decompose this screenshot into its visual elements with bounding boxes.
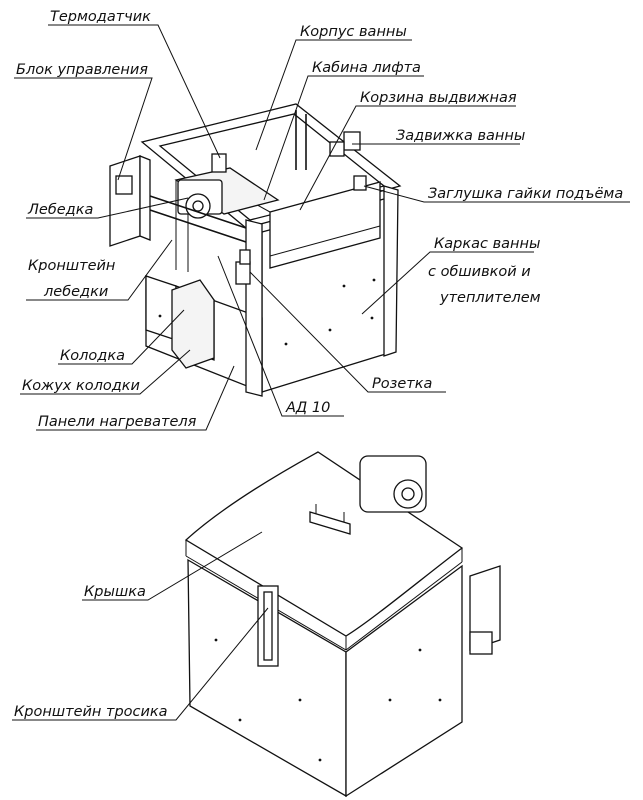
label-winch: Лебедка (27, 202, 93, 218)
control-box-side (139, 155, 151, 241)
open-bath-assembly (109, 103, 402, 397)
rivet (370, 316, 374, 320)
control-box-side (469, 565, 501, 651)
cable-bracket-inner (263, 591, 273, 661)
leader-lines (12, 24, 630, 721)
label-pad: Колодка (60, 348, 125, 364)
control-display (115, 175, 133, 195)
label-basket: Корзина выдвижная (360, 90, 517, 106)
control-box-mount (469, 631, 493, 655)
label-frame-3: утеплителем (439, 290, 541, 306)
winch-hub (192, 200, 204, 212)
winch-wheel-hub (401, 487, 415, 501)
rivet (388, 698, 392, 702)
leader-plug (363, 185, 630, 203)
label-frame-2: с обшивкой и (428, 264, 531, 280)
label-valve: Задвижка ванны (396, 128, 525, 144)
leader-padcover (20, 349, 191, 395)
rivet (298, 698, 302, 702)
leader-socket (249, 271, 446, 393)
label-body: Корпус ванны (300, 24, 407, 40)
leader-winch (26, 197, 189, 219)
label-control: Блок управления (16, 62, 148, 78)
bath-valve-2 (329, 141, 345, 157)
leader-control (14, 77, 153, 181)
lift-nut-plug (353, 175, 367, 191)
rivet (418, 648, 422, 652)
label-padcover: Кожух колодки (22, 378, 140, 394)
rivet (238, 718, 242, 722)
leader-thermo (48, 24, 221, 159)
rivet (214, 638, 218, 642)
label-motor: АД 10 (285, 400, 330, 416)
label-thermo: Термодатчик (50, 9, 151, 25)
label-bracket-2: лебедки (43, 284, 108, 300)
leader-bracket (26, 239, 173, 301)
lid-edge-right (345, 561, 463, 651)
thermo-sensor (211, 153, 227, 173)
label-cabin: Кабина лифта (312, 60, 421, 76)
bracket-arm (149, 195, 247, 229)
rivet (284, 342, 288, 346)
bath-valve (343, 131, 361, 151)
leader-basket (299, 105, 516, 211)
leader-lid (82, 531, 263, 601)
leader-pad (58, 309, 185, 365)
leader-body (255, 39, 412, 151)
rivet (158, 314, 162, 318)
label-heaters: Панели нагревателя (38, 414, 197, 430)
corner-post (245, 219, 263, 397)
socket-cap (239, 249, 251, 265)
pad-cover (171, 279, 215, 369)
label-socket: Розетка (372, 376, 432, 392)
rivet (318, 758, 322, 762)
rivet (438, 698, 442, 702)
lid-handle (309, 511, 351, 535)
leader-cabin (263, 75, 424, 201)
bath-body-side (345, 564, 463, 798)
label-cable: Кронштейн тросика (14, 704, 168, 720)
closed-bath-assembly (184, 451, 501, 798)
socket (235, 261, 251, 285)
basket-front (269, 181, 381, 269)
rivet (328, 328, 332, 332)
bracket-arm-2 (149, 209, 247, 243)
labels: Термодатчик Корпус ванны Блок управления… (14, 9, 623, 720)
label-frame-1: Каркас ванны (434, 236, 540, 252)
leader-heaters (36, 365, 235, 431)
leader-motor (217, 255, 344, 417)
control-box (109, 155, 141, 247)
leader-frame (361, 251, 534, 315)
label-bracket-1: Кронштейн (28, 258, 115, 274)
corner-post-right (383, 185, 399, 357)
basket-rim (269, 225, 381, 257)
label-lid: Крышка (84, 584, 146, 600)
rivet (342, 284, 346, 288)
leader-cable (12, 607, 269, 721)
rivet (372, 278, 376, 282)
label-plug: Заглушка гайки подъёма (428, 186, 623, 202)
